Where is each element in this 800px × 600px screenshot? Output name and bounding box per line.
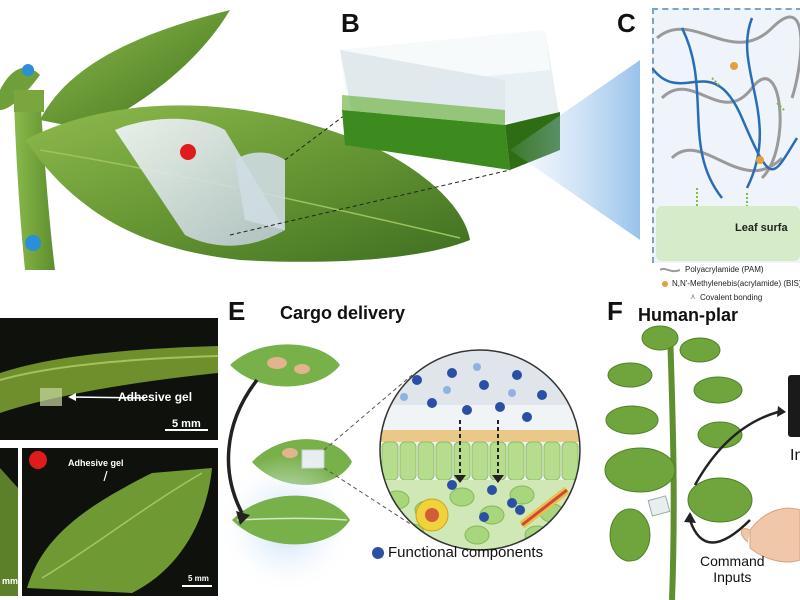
gel-label-1: Adhesive gel xyxy=(118,390,193,404)
leaf-layer-front xyxy=(342,110,510,170)
red-marker xyxy=(180,144,196,160)
photo-partial xyxy=(0,448,18,596)
command-line-1: Command xyxy=(700,553,765,569)
gel-label-2: Adhesive gel xyxy=(68,458,124,468)
scale-bar-1: 5 mm xyxy=(172,418,201,430)
healed-leaf xyxy=(232,495,350,545)
stem xyxy=(14,95,55,270)
pam-legend-swatch xyxy=(660,267,680,273)
panel-label-c: C xyxy=(617,8,636,38)
photo-stem-gel xyxy=(0,318,218,440)
leaf-render-illustration xyxy=(0,10,640,270)
cargo-delivery-diagram xyxy=(222,344,581,595)
upper-leaf xyxy=(40,10,230,130)
command-inputs-label: Command Inputs xyxy=(700,553,765,585)
interface-label: In xyxy=(790,447,800,464)
panel-label-b: B xyxy=(341,8,360,38)
leaf-surface-block xyxy=(656,206,800,261)
bis-legend-dot xyxy=(662,281,668,287)
gel-patch xyxy=(115,118,285,246)
scale-bar-2: 5 mm xyxy=(188,574,209,583)
plant-stem xyxy=(667,329,677,600)
human-plant-title: Human-plar xyxy=(638,305,739,325)
scale-bar-3: mm xyxy=(2,576,19,586)
plant-gel-patch xyxy=(647,495,671,517)
functional-components-label: Functional components xyxy=(388,544,544,561)
upper-leaf-left xyxy=(0,67,40,110)
panel-label-e: E xyxy=(228,296,246,326)
legend-pam: Polyacrylamide (PAM) xyxy=(685,265,764,274)
panel-label-f: F xyxy=(607,296,623,326)
legend-covalent: Covalent bonding xyxy=(700,293,763,302)
display-device xyxy=(788,375,800,437)
leaf-surface-label: Leaf surfa xyxy=(735,222,788,234)
legend-bis: N,N'-Methylenebis(acrylamide) (BIS) xyxy=(672,279,800,288)
blue-marker-top xyxy=(22,64,34,76)
photo-leaf-gel xyxy=(22,448,218,596)
human-plant-diagram xyxy=(604,325,800,600)
stem-top xyxy=(14,90,44,112)
covalent-icon: ⋏ xyxy=(690,292,696,301)
command-line-2: Inputs xyxy=(713,569,752,585)
zoom-beam xyxy=(510,60,640,240)
hand-icon xyxy=(749,507,800,563)
cargo-delivery-title: Cargo delivery xyxy=(280,303,406,323)
blue-marker xyxy=(25,235,41,251)
